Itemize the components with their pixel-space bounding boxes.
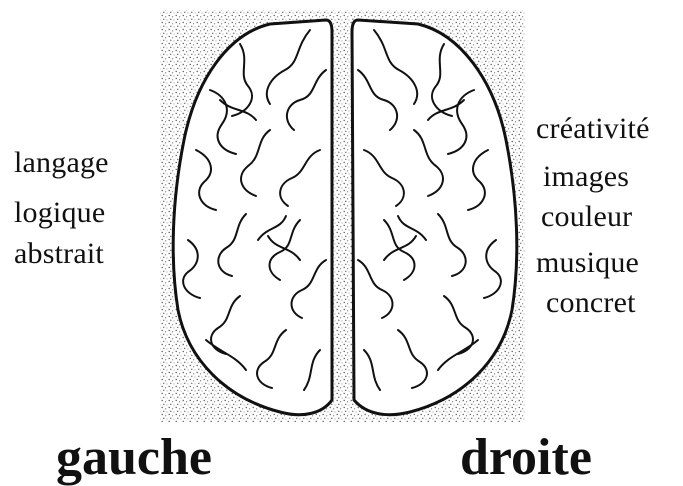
right-function-images: images <box>543 161 629 193</box>
left-side-label: gauche <box>56 430 212 486</box>
left-function-logic: logique <box>14 197 105 229</box>
left-function-abstract: abstrait <box>14 238 104 270</box>
right-function-music: musique <box>536 247 639 279</box>
right-function-color: couleur <box>541 201 632 233</box>
right-function-creativity: créativité <box>536 113 650 145</box>
right-function-concrete: concret <box>546 287 636 319</box>
right-side-label: droite <box>460 430 592 486</box>
left-function-language: langage <box>14 147 109 179</box>
